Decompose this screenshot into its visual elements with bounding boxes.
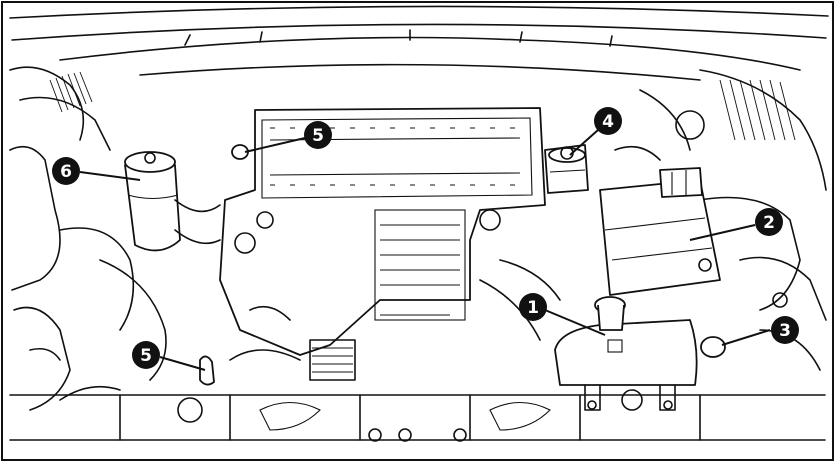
leader-6 (79, 171, 141, 181)
callout-5b: 5 (132, 341, 160, 369)
left-side-structure (9, 66, 167, 411)
engine-cover (219, 107, 546, 356)
leader-1 (544, 309, 606, 336)
brake-fluid-reservoir (544, 144, 589, 194)
callout-5a: 5 (304, 121, 332, 149)
leader-3 (721, 329, 771, 346)
callout-4: 4 (594, 107, 622, 135)
right-hatch (639, 69, 827, 371)
hoses (59, 145, 661, 401)
leader-5b (159, 356, 206, 371)
callout-2: 2 (755, 208, 783, 236)
coolant-reservoir (554, 296, 698, 411)
callout-3-label: 3 (779, 321, 791, 341)
leader-5a (244, 137, 306, 153)
oil-filter-canister (124, 151, 181, 252)
battery (599, 167, 721, 296)
dipstick-handle (199, 355, 215, 386)
leader-4 (569, 129, 599, 156)
callout-6: 6 (52, 157, 80, 185)
lower-intake (229, 305, 356, 381)
washer-cap (700, 336, 726, 358)
callout-6-label: 6 (60, 162, 72, 182)
callout-1: 1 (519, 293, 547, 321)
hood-edge (9, 5, 829, 81)
callout-4-label: 4 (602, 112, 614, 132)
callout-2-label: 2 (763, 213, 775, 233)
leader-2 (689, 224, 756, 241)
callout-5a-label: 5 (312, 126, 324, 146)
callout-3: 3 (771, 316, 799, 344)
front-radiator (9, 389, 826, 442)
callout-5b-label: 5 (140, 346, 152, 366)
callout-1-label: 1 (527, 298, 539, 318)
